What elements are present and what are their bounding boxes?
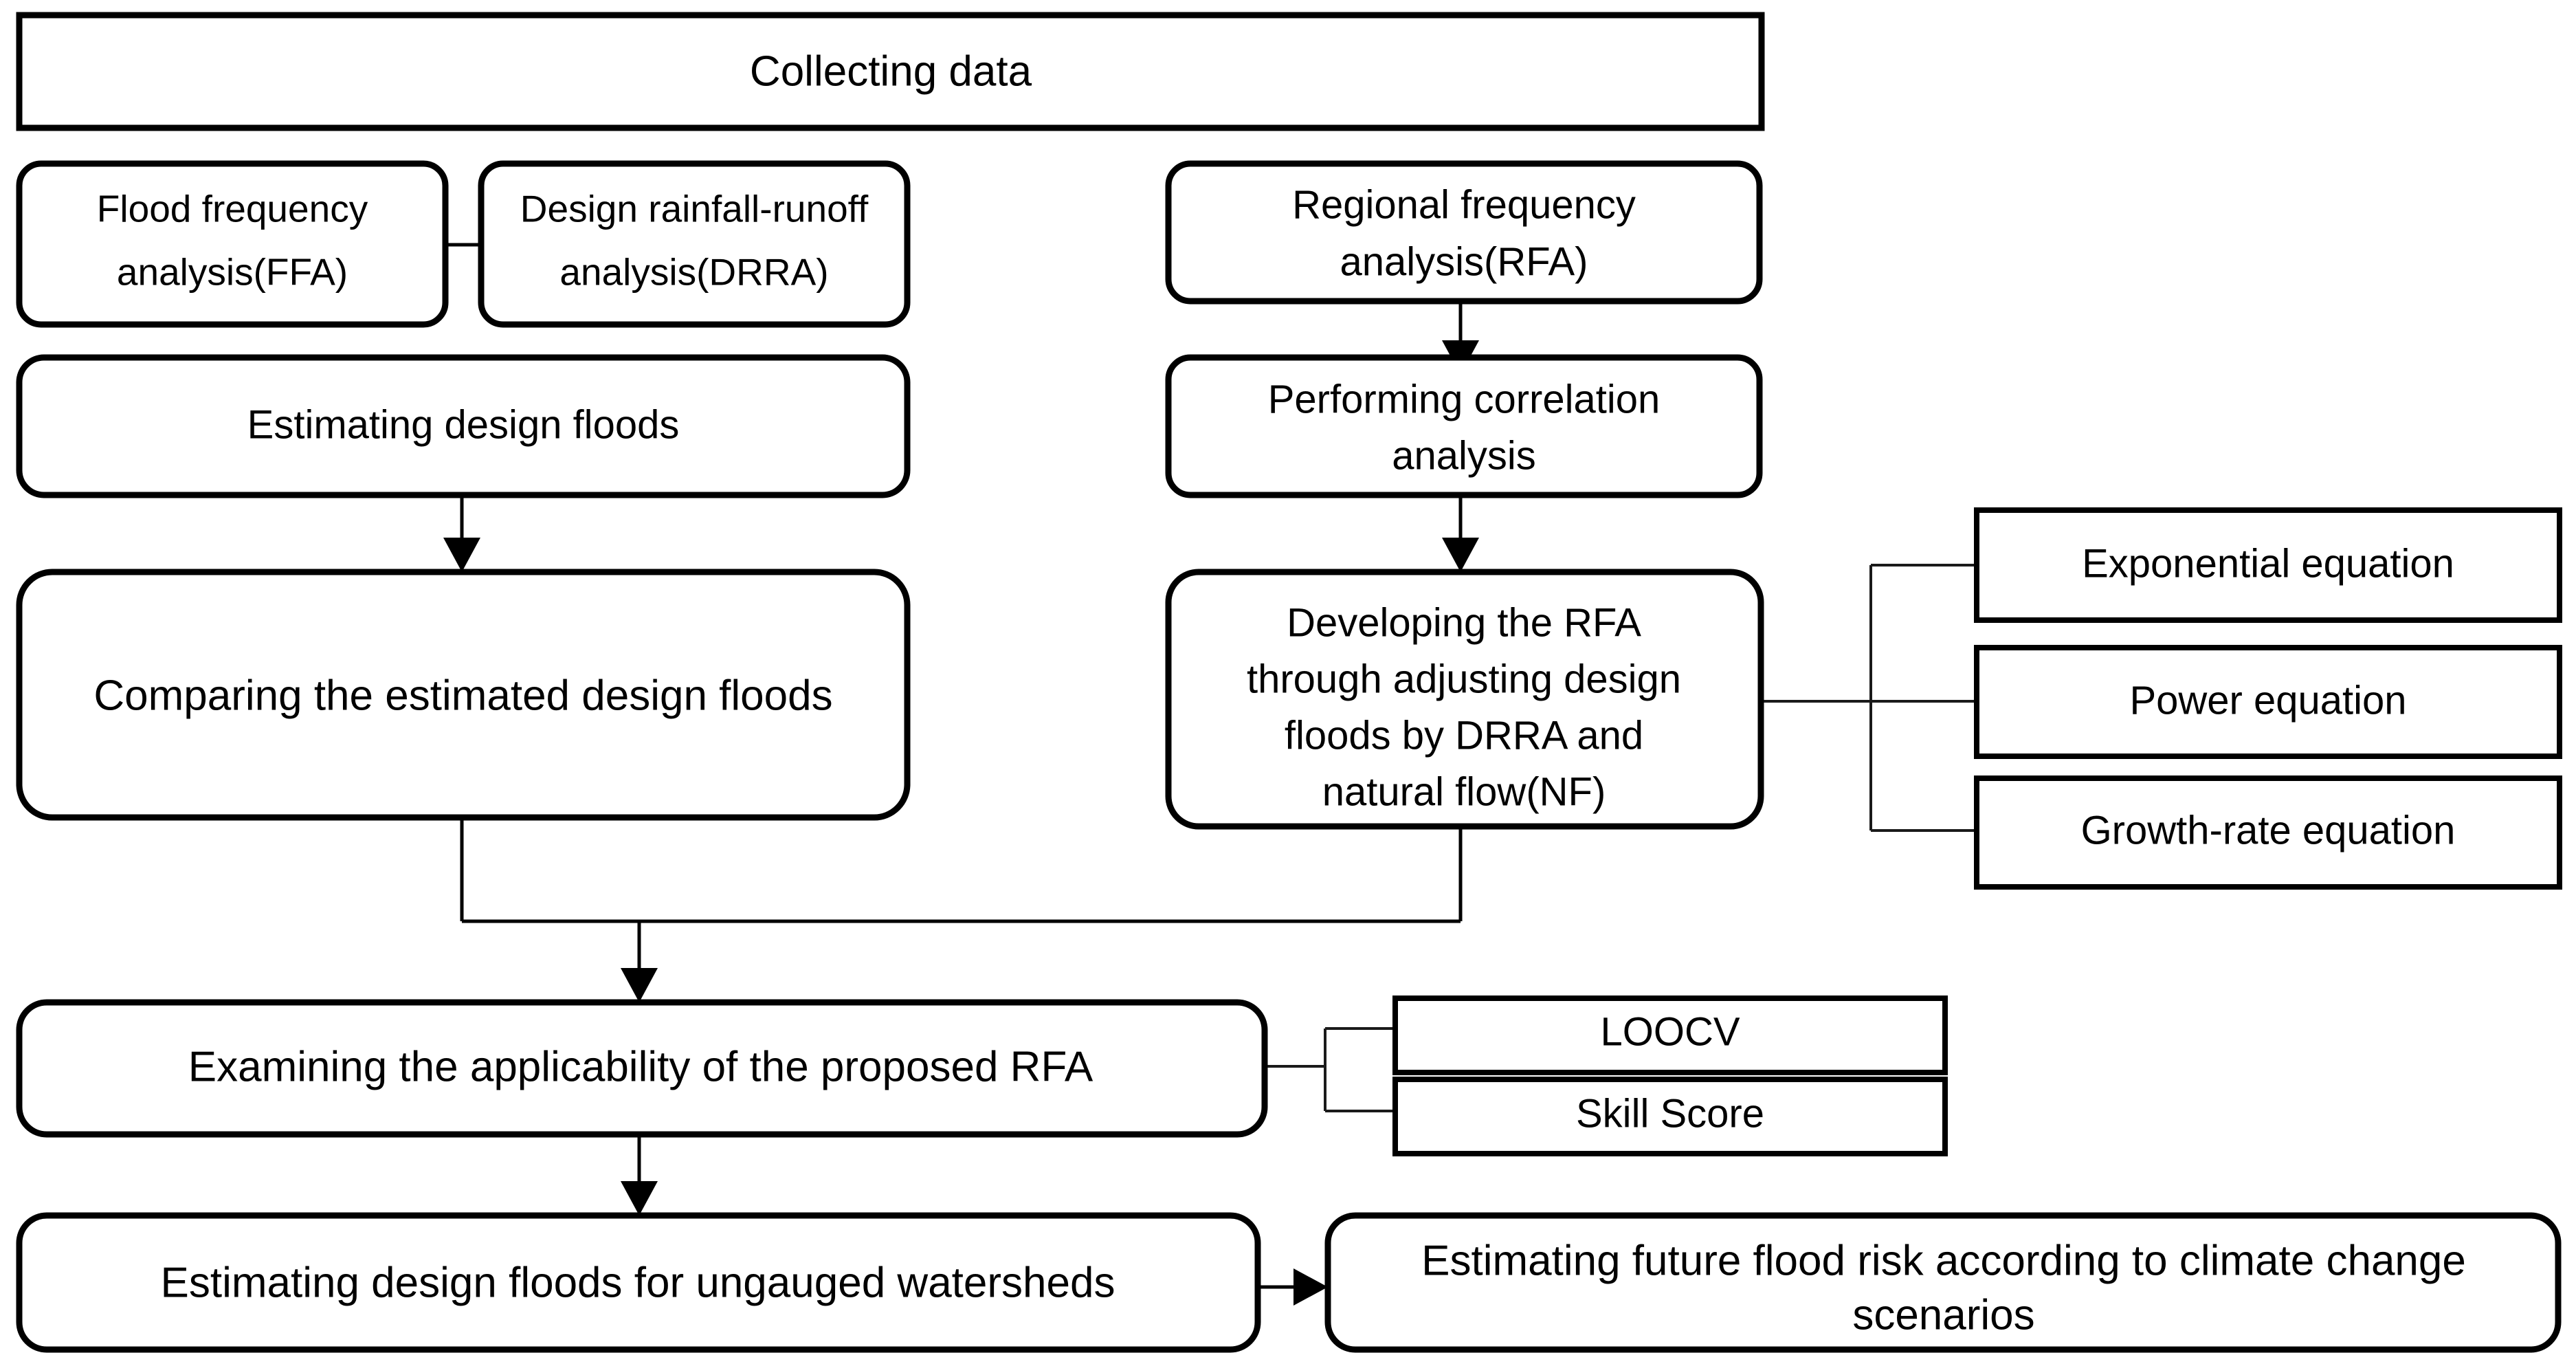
- node-developing-rfa[interactable]: Developing the RFA through adjusting des…: [1165, 569, 1764, 830]
- node-comparing-floods[interactable]: Comparing the estimated design floods: [16, 569, 911, 821]
- node-rfa[interactable]: Regional frequency analysis(RFA): [1165, 160, 1763, 305]
- performing-correlation-label-line2: analysis: [1392, 433, 1536, 478]
- developing-rfa-label-line4: natural flow(NF): [1322, 769, 1606, 814]
- ungauged-watersheds-box[interactable]: [16, 1212, 1261, 1353]
- node-loocv[interactable]: LOOCV: [1392, 996, 1948, 1075]
- examining-applicability-box[interactable]: [16, 999, 1268, 1138]
- future-flood-risk-label-line2: scenarios: [1852, 1291, 2034, 1339]
- node-ungauged-watersheds[interactable]: Estimating design floods for ungauged wa…: [16, 1212, 1261, 1353]
- ffa-box[interactable]: [16, 160, 449, 328]
- node-growth-rate-equation[interactable]: Growth-rate equation: [1974, 776, 2562, 890]
- edge-bracket-equations: [1761, 564, 1977, 832]
- edge-performing-correlation-to-developing-rfa: [1442, 495, 1479, 572]
- drra-box[interactable]: [478, 160, 911, 328]
- collecting-data-box[interactable]: [16, 12, 1765, 131]
- ungauged-watersheds-label: Estimating design floods for ungauged wa…: [161, 1259, 1115, 1306]
- skill-score-label: Skill Score: [1576, 1091, 1764, 1136]
- developing-rfa-label-line2: through adjusting design: [1247, 657, 1681, 701]
- drra-label-line1: Design rainfall-runoff: [520, 188, 869, 230]
- node-future-flood-risk[interactable]: Estimating future flood risk according t…: [1324, 1212, 2562, 1353]
- estimating-design-floods-box[interactable]: [16, 354, 911, 498]
- developing-rfa-label-line3: floods by DRRA and: [1285, 713, 1643, 758]
- ffa-label-line2: analysis(FFA): [117, 251, 348, 294]
- growth-rate-equation-label: Growth-rate equation: [2081, 808, 2456, 852]
- loocv-box[interactable]: [1392, 996, 1948, 1075]
- node-estimating-design-floods[interactable]: Estimating design floods: [16, 354, 911, 498]
- rfa-label-line1: Regional frequency: [1292, 182, 1636, 227]
- node-ffa[interactable]: Flood frequency analysis(FFA): [16, 160, 449, 328]
- power-equation-box[interactable]: [1974, 645, 2562, 759]
- edge-ungauged-to-future-risk: [1258, 1268, 1328, 1306]
- collecting-data-label: Collecting data: [750, 47, 1032, 95]
- performing-correlation-box[interactable]: [1165, 354, 1763, 498]
- edge-merge-to-examining: [460, 817, 1463, 1002]
- rfa-box[interactable]: [1165, 160, 1763, 305]
- performing-correlation-label-line1: Performing correlation: [1268, 377, 1661, 421]
- loocv-label: LOOCV: [1600, 1009, 1740, 1054]
- comparing-floods-box[interactable]: [16, 569, 911, 821]
- node-exponential-equation[interactable]: Exponential equation: [1974, 507, 2562, 623]
- growth-rate-equation-box[interactable]: [1974, 776, 2562, 890]
- examining-applicability-label: Examining the applicability of the propo…: [188, 1043, 1093, 1090]
- exponential-equation-box[interactable]: [1974, 507, 2562, 623]
- comparing-floods-label: Comparing the estimated design floods: [93, 672, 832, 719]
- node-drra[interactable]: Design rainfall-runoff analysis(DRRA): [478, 160, 911, 328]
- node-performing-correlation[interactable]: Performing correlation analysis: [1165, 354, 1763, 498]
- future-flood-risk-label-line1: Estimating future flood risk according t…: [1421, 1237, 2466, 1284]
- developing-rfa-box[interactable]: [1165, 569, 1764, 830]
- exponential-equation-label: Exponential equation: [2082, 541, 2454, 586]
- drra-label-line2: analysis(DRRA): [559, 251, 828, 294]
- developing-rfa-label-line1: Developing the RFA: [1287, 600, 1641, 645]
- power-equation-label: Power equation: [2129, 678, 2406, 723]
- node-skill-score[interactable]: Skill Score: [1392, 1077, 1948, 1156]
- ffa-label-line1: Flood frequency: [97, 188, 368, 230]
- edge-examining-to-ungauged: [621, 1134, 658, 1216]
- edge-estimating-to-comparing: [443, 495, 480, 572]
- node-examining-applicability[interactable]: Examining the applicability of the propo…: [16, 999, 1268, 1138]
- future-flood-risk-box[interactable]: [1324, 1212, 2562, 1353]
- node-power-equation[interactable]: Power equation: [1974, 645, 2562, 759]
- rfa-label-line2: analysis(RFA): [1340, 239, 1588, 284]
- edge-bracket-validation: [1266, 1027, 1395, 1112]
- node-collecting-data[interactable]: Collecting data: [16, 12, 1765, 131]
- skill-score-box[interactable]: [1392, 1077, 1948, 1156]
- estimating-design-floods-label: Estimating design floods: [247, 402, 680, 447]
